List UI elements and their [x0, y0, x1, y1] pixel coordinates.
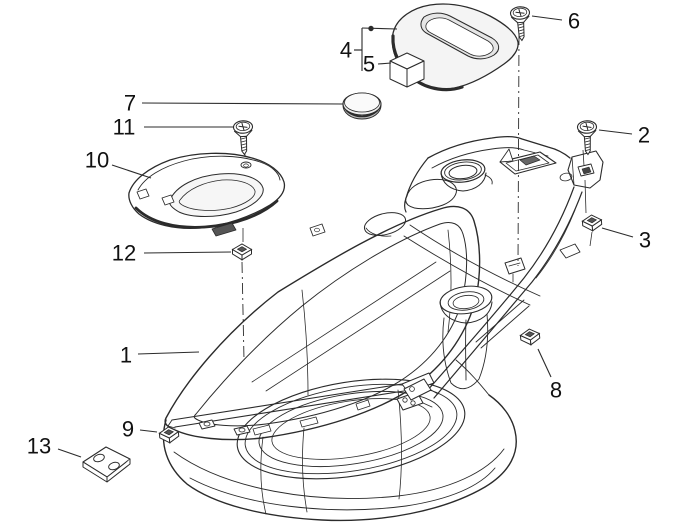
- callout-4-bracket-arm: [361, 27, 398, 30]
- callout-leader-2: [598, 129, 633, 135]
- callout-label-8: 8: [550, 378, 562, 403]
- callout-leader-7: [141, 102, 344, 105]
- callout-label-9: 9: [122, 417, 134, 442]
- clip-nut-9-icon: [158, 425, 180, 445]
- part-5-block-drawing: [389, 52, 425, 88]
- screw-11-icon: [232, 119, 255, 156]
- part-10-cover-drawing: [128, 152, 286, 237]
- callout-leader-8: [537, 348, 552, 378]
- part-7-plug-drawing: [342, 92, 382, 120]
- callout-leader-6: [531, 15, 563, 21]
- callout-label-5: 5: [363, 52, 375, 77]
- callout-leader-1: [137, 351, 200, 355]
- callout-leader-12: [143, 251, 232, 254]
- screw-2-icon: [576, 119, 599, 156]
- dash-line-screw6: [517, 33, 520, 267]
- callout-4-reference-dot: [368, 25, 374, 32]
- callout-leader-3: [601, 227, 634, 238]
- callout-leader-13: [57, 448, 82, 458]
- callout-label-1: 1: [120, 343, 132, 368]
- clip-nut-8-icon: [519, 327, 541, 347]
- part-1-helmet-box-drawing: [162, 135, 604, 522]
- callout-label-6: 6: [568, 9, 580, 34]
- callout-label-13: 13: [27, 434, 51, 459]
- callout-leader-9: [139, 429, 158, 433]
- clip-nut-3-icon: [581, 213, 603, 232]
- alignment-lines: [241, 33, 593, 361]
- callout-label-12: 12: [112, 241, 136, 266]
- part-13-plate-drawing: [82, 446, 131, 483]
- callout-label-10: 10: [85, 148, 109, 173]
- callout-leader-10: [111, 164, 152, 179]
- callout-label-3: 3: [639, 228, 651, 253]
- clip-nut-12-icon: [232, 243, 252, 261]
- callout-leader-5: [377, 62, 392, 65]
- callout-label-7: 7: [124, 91, 136, 116]
- callout-label-4: 4: [340, 38, 352, 63]
- dash-line-clip12: [241, 261, 245, 361]
- callout-label-2: 2: [638, 123, 650, 148]
- callout-label-11: 11: [113, 115, 136, 140]
